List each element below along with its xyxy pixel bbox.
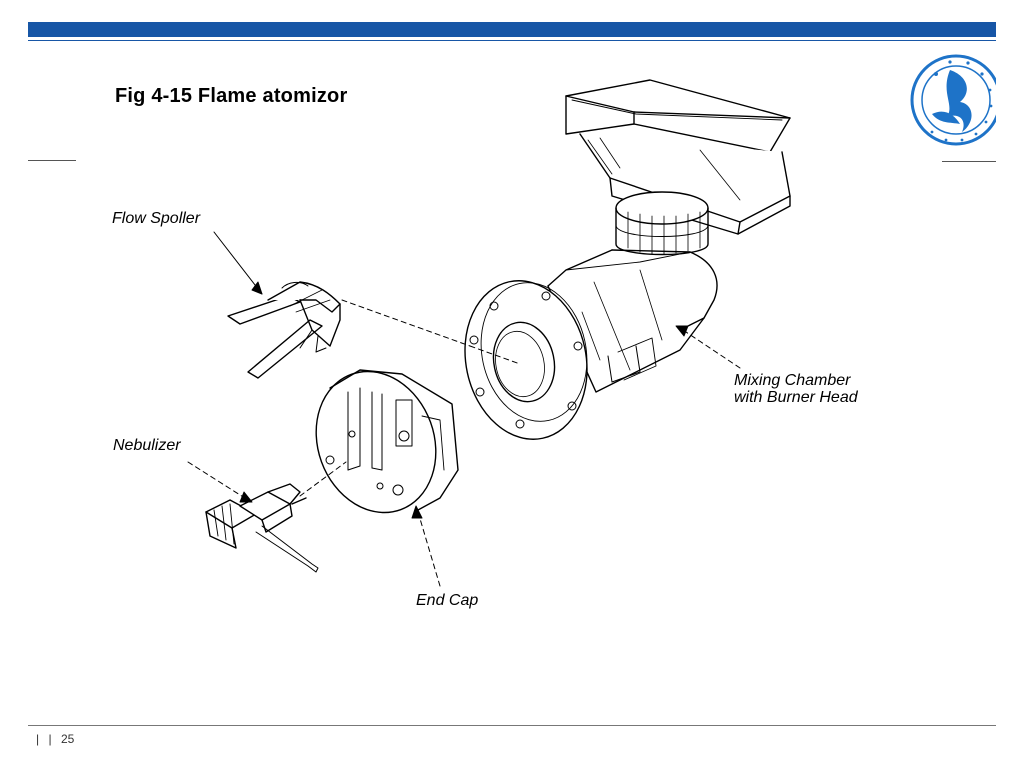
mixing-chamber xyxy=(464,249,718,440)
leader-arrows xyxy=(187,231,741,587)
slide-footer: | | 25 xyxy=(36,732,80,746)
flow-spoiler xyxy=(227,281,341,379)
label-mixing-chamber: Mixing Chamber with Burner Head xyxy=(734,372,858,406)
nebulizer xyxy=(205,483,319,573)
burner-head xyxy=(565,79,791,235)
label-mixing-line1: Mixing Chamber xyxy=(734,372,851,389)
left-divider xyxy=(28,160,76,161)
slide-title: Fig 4-15 Flame atomizor xyxy=(115,85,348,107)
university-seal-logo-icon xyxy=(910,54,996,146)
end-cap xyxy=(315,369,459,514)
label-end-cap: End Cap xyxy=(416,592,479,609)
label-flow-spoiler: Flow Spoller xyxy=(112,210,201,227)
footer-separator: | xyxy=(48,732,52,746)
label-nebulizer: Nebulizer xyxy=(113,437,181,454)
header-rule xyxy=(28,40,996,41)
page-number: 25 xyxy=(60,732,75,746)
right-divider xyxy=(942,161,996,162)
footer-rule xyxy=(28,725,996,726)
label-mixing-line2: with Burner Head xyxy=(734,389,858,406)
burner-collar xyxy=(615,191,709,256)
footer-separator: | xyxy=(36,732,40,746)
assembly-axes xyxy=(299,299,521,497)
header-bar xyxy=(28,22,996,37)
